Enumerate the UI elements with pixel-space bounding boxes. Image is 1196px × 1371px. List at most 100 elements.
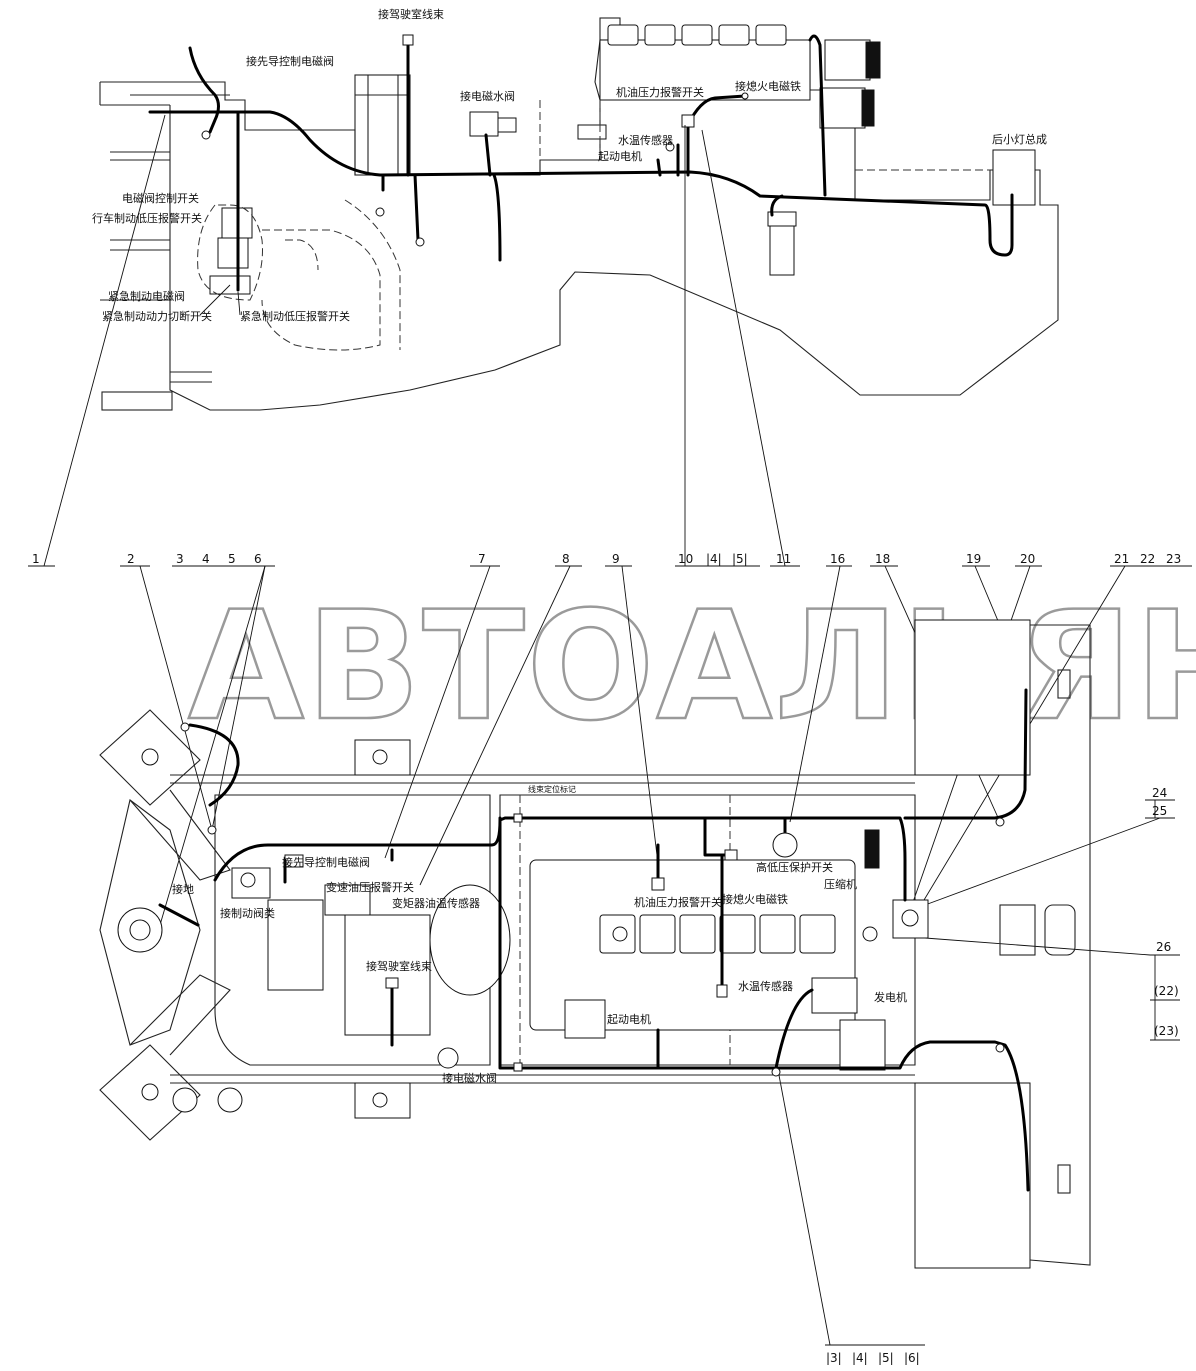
leader-line — [139, 565, 213, 831]
generator-pulley — [861, 89, 875, 127]
callout-numbers: 1 2 3 4 5 6 7 8 9 10 |4| |5| 11 16 18 19… — [32, 552, 1181, 1365]
generator-top — [819, 87, 866, 129]
callout-6: 6 — [254, 552, 262, 566]
torque-converter-housing — [344, 914, 431, 1036]
oil-pressure-switch-body — [681, 114, 695, 128]
fuel-filter — [769, 224, 795, 276]
pin-joint — [141, 748, 159, 766]
label-fuel-solenoid: 接熄火电磁铁 — [735, 79, 801, 93]
leader-line — [701, 129, 786, 567]
callout-4b: |4| — [706, 552, 722, 566]
label-water-solenoid: 接电磁水阀 — [460, 89, 515, 103]
fan-housing — [824, 39, 871, 81]
engine-cylinder — [644, 24, 676, 46]
label-trans-oil-switch: 变速油压报警开关 — [326, 880, 414, 894]
wheel-hub — [372, 749, 388, 765]
callout-11: 11 — [776, 552, 791, 566]
starter-motor-body — [564, 999, 606, 1039]
connector — [995, 817, 1005, 827]
label-oil-pressure-switch: 机油压力报警开关 — [634, 895, 722, 909]
water-temp-sensor-body — [665, 142, 675, 152]
callout-4c: |4| — [852, 1351, 868, 1365]
callout-21: 21 — [1114, 552, 1129, 566]
leader-line — [384, 565, 491, 859]
cab-connector — [402, 34, 414, 46]
generator-body — [811, 977, 858, 1014]
label-solenoid-switch: 电磁阀控制开关 — [122, 191, 199, 205]
label-emergency-cutoff: 紧急制动动力切断开关 — [102, 309, 212, 323]
leader-line — [924, 817, 1161, 906]
callout-5c: |5| — [878, 1351, 894, 1365]
callout-20: 20 — [1020, 552, 1035, 566]
cab-frame — [354, 74, 411, 176]
harness-branch — [770, 194, 784, 217]
lift-arm-plate — [99, 1044, 201, 1141]
leader-line — [777, 1069, 831, 1346]
callout-4: 4 — [202, 552, 210, 566]
dash-contour — [285, 239, 319, 271]
torque-converter — [429, 884, 511, 996]
label-water-temp-sensor: 水温传感器 — [618, 134, 673, 147]
harness-branch — [413, 173, 420, 242]
callout-9: 9 — [612, 552, 620, 566]
leader-line — [43, 114, 166, 567]
compressor-body — [772, 832, 798, 858]
fuel-solenoid-body — [724, 849, 738, 861]
label-generator: 发电机 — [874, 990, 907, 1004]
articulation-frame — [99, 799, 201, 1046]
lift-arm-plate — [99, 709, 201, 806]
brake-valve-cluster — [217, 237, 249, 269]
top-view: 接驾驶室线束 接先导控制电磁阀 接电磁水阀 机油压力报警开关 接熄火电磁铁 水温… — [92, 7, 1059, 411]
water-solenoid-coil — [497, 117, 517, 133]
hydraulic-tank-dash — [261, 229, 381, 351]
label-torque-conv-sensor: 变矩器油温传感器 — [392, 896, 480, 910]
wheel-hub — [372, 1092, 388, 1108]
rear-light-slot — [1057, 669, 1071, 699]
leader-line — [621, 565, 661, 881]
callout-1: 1 — [32, 552, 40, 566]
label-starter-motor: 起动电机 — [607, 1012, 651, 1026]
harness-branch — [703, 816, 727, 857]
label-brake-valve: 接制动阀类 — [220, 906, 275, 920]
callout-8: 8 — [562, 552, 570, 566]
harness-mark — [513, 1062, 523, 1072]
main-harness-top — [148, 110, 1014, 257]
relay-box — [577, 124, 607, 140]
label-water-temp-sensor: 水温传感器 — [738, 980, 793, 993]
callout-19: 19 — [966, 552, 981, 566]
articulation-pin-inner — [129, 919, 151, 941]
rear-junction-box — [999, 904, 1036, 956]
engine-cylinder — [681, 24, 713, 46]
main-harness-bottom — [213, 816, 907, 902]
harness-branch — [484, 133, 492, 177]
connector — [375, 207, 385, 217]
engine-mount — [862, 926, 878, 942]
dash-contour — [344, 199, 401, 350]
transmission-block — [267, 899, 324, 991]
engine-mount — [612, 926, 628, 942]
water-temp-sensor-body — [716, 984, 728, 998]
water-solenoid-valve — [469, 111, 499, 137]
lift-arm — [129, 974, 231, 1056]
label-emergency-low-pressure: 紧急制动低压报警开关 — [240, 309, 350, 323]
callout-24: 24 — [1152, 786, 1167, 800]
main-harness-loop — [498, 816, 1030, 1192]
callout-25: 25 — [1152, 804, 1167, 818]
leader-line — [211, 565, 266, 831]
fuel-filter-head — [767, 211, 797, 227]
leader-line — [159, 565, 266, 926]
front-frame — [214, 794, 491, 1066]
label-water-solenoid: 接电磁水阀 — [442, 1071, 497, 1085]
callout-3: 3 — [176, 552, 184, 566]
callout-18: 18 — [875, 552, 890, 566]
label-cab-harness: 接驾驶室线束 — [378, 7, 444, 21]
fan-pulley — [865, 41, 881, 79]
engine-cylinder — [718, 24, 750, 46]
pin-joint — [141, 1083, 159, 1101]
label-pilot-solenoid: 接先导控制电磁阀 — [282, 855, 370, 869]
label-pilot-solenoid: 接先导控制电磁阀 — [246, 54, 334, 68]
harness-branch — [188, 46, 220, 134]
lift-arm — [129, 789, 231, 881]
callout-26: 26 — [1156, 940, 1171, 954]
callout-23: 23 — [1166, 552, 1181, 566]
